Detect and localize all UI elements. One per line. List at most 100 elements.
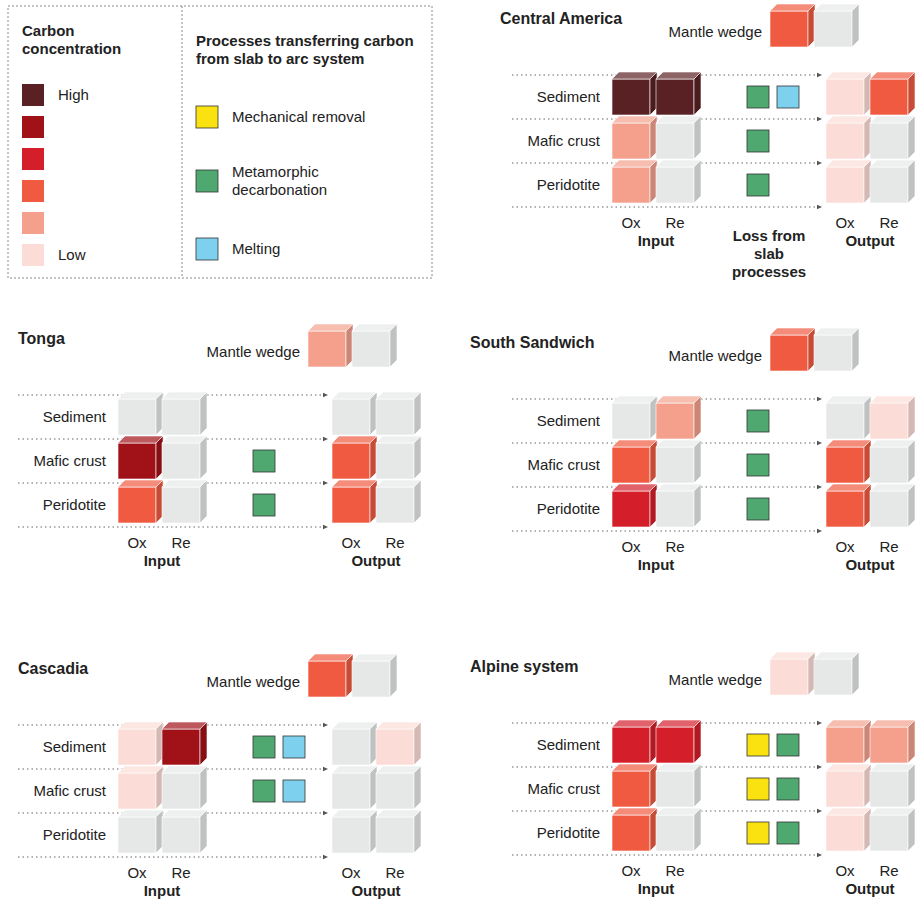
process-square — [747, 778, 769, 800]
label: Ox — [621, 538, 640, 556]
carbon-cube — [118, 766, 163, 809]
label: Re — [879, 538, 898, 556]
subduction-panel — [512, 652, 915, 855]
legend-swatch — [196, 170, 218, 192]
label: Re — [665, 538, 684, 556]
label: Ox — [127, 534, 146, 552]
subduction-panel — [512, 4, 915, 207]
carbon-cube — [870, 396, 915, 439]
label: Input — [144, 882, 181, 900]
carbon-cube — [332, 436, 377, 479]
label: Ox — [835, 538, 854, 556]
carbon-cube — [870, 808, 915, 851]
label: Mafic crust — [527, 780, 600, 798]
carbon-cube — [656, 116, 701, 159]
label: Mantle wedge — [207, 343, 300, 361]
process-square — [777, 778, 799, 800]
carbon-cube — [162, 392, 207, 435]
label: Processes transferring carbon from slab … — [196, 32, 416, 68]
label: Mantle wedge — [207, 673, 300, 691]
carbon-cube — [612, 720, 657, 763]
legend-label: High — [58, 86, 238, 104]
carbon-cube — [870, 116, 915, 159]
carbon-cube — [118, 722, 163, 765]
carbon-cube — [826, 484, 871, 527]
process-square — [747, 454, 769, 476]
scale-swatch — [22, 180, 44, 202]
label: Mantle wedge — [669, 347, 762, 365]
carbon-cube — [612, 484, 657, 527]
carbon-cube — [814, 4, 859, 47]
label: Re — [385, 534, 404, 552]
label: Input — [638, 232, 675, 250]
process-square — [283, 780, 305, 802]
label: Loss from slab processes — [719, 227, 819, 281]
carbon-cube — [162, 766, 207, 809]
carbon-cube — [814, 328, 859, 371]
carbon-cube — [376, 436, 421, 479]
carbon-cube — [332, 810, 377, 853]
carbon-cube — [656, 440, 701, 483]
carbon-cube — [826, 72, 871, 115]
carbon-cube — [118, 392, 163, 435]
subduction-panel — [18, 654, 421, 857]
carbon-cube — [612, 764, 657, 807]
carbon-cube — [656, 764, 701, 807]
label: Ox — [341, 864, 360, 882]
label: Ox — [621, 214, 640, 232]
label: Sediment — [537, 736, 600, 754]
carbon-cube — [352, 324, 397, 367]
label: Mantle wedge — [669, 23, 762, 41]
carbon-cube — [870, 764, 915, 807]
carbon-cube — [376, 766, 421, 809]
carbon-cube — [826, 720, 871, 763]
process-square — [777, 822, 799, 844]
label: Peridotite — [537, 176, 600, 194]
carbon-cube — [118, 810, 163, 853]
label: Ox — [621, 862, 640, 880]
legend-swatch — [22, 84, 44, 106]
carbon-cube — [870, 484, 915, 527]
label: Output — [845, 880, 894, 898]
scale-swatch — [22, 116, 44, 138]
label: Input — [638, 556, 675, 574]
label: Re — [879, 214, 898, 232]
carbon-cube — [332, 722, 377, 765]
carbon-cube — [870, 160, 915, 203]
carbon-cube — [826, 116, 871, 159]
flow-arrow — [512, 531, 822, 532]
label: Peridotite — [43, 826, 106, 844]
carbon-cube — [332, 392, 377, 435]
process-square — [747, 130, 769, 152]
carbon-cube — [118, 480, 163, 523]
label: Output — [351, 552, 400, 570]
carbon-cube — [870, 440, 915, 483]
carbon-cube — [612, 116, 657, 159]
label: Sediment — [537, 412, 600, 430]
label: Peridotite — [537, 500, 600, 518]
label: Mafic crust — [527, 456, 600, 474]
legend-swatch — [22, 244, 44, 266]
carbon-cube — [770, 328, 815, 371]
process-square — [253, 736, 275, 758]
label: Input — [144, 552, 181, 570]
label: Output — [845, 556, 894, 574]
process-square — [747, 734, 769, 756]
subduction-panel — [18, 324, 421, 527]
carbon-cube — [656, 484, 701, 527]
label: Mantle wedge — [669, 671, 762, 689]
label: Tonga — [18, 329, 65, 348]
label: Mafic crust — [33, 782, 106, 800]
carbon-cube — [814, 652, 859, 695]
legend-swatch — [196, 106, 218, 128]
carbon-cube — [118, 436, 163, 479]
scale-swatch — [22, 212, 44, 234]
label: South Sandwich — [470, 333, 594, 352]
label: Ox — [341, 534, 360, 552]
carbon-cube — [870, 72, 915, 115]
process-square — [253, 780, 275, 802]
carbon-cube — [612, 808, 657, 851]
carbon-cube — [308, 654, 353, 697]
label: Re — [879, 862, 898, 880]
